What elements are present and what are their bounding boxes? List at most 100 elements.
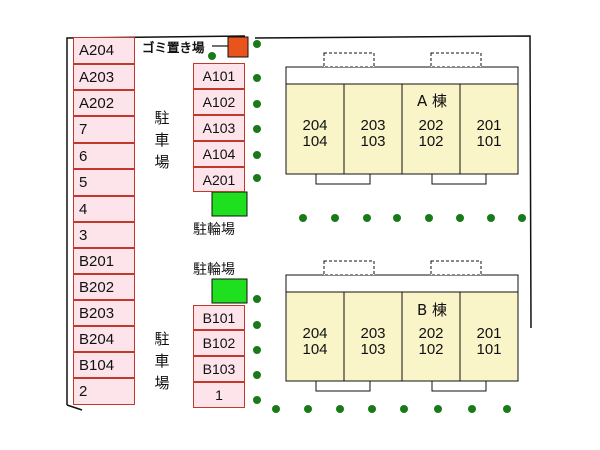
- parking-slot: A104: [193, 141, 245, 167]
- unit-top: 201: [476, 117, 502, 134]
- unit-label: 202 102: [402, 326, 460, 358]
- unit-label: 204 104: [286, 326, 344, 358]
- tree: [253, 295, 261, 303]
- unit-bottom: 103: [360, 133, 386, 150]
- trees: [208, 40, 526, 413]
- building-b-balcony-2: [430, 260, 482, 276]
- parking-slot: 1: [193, 382, 245, 408]
- tree: [253, 174, 261, 182]
- unit-bottom: 104: [302, 133, 328, 150]
- parking-slot: 4: [73, 196, 135, 222]
- tree: [253, 151, 261, 159]
- building-b-porch-2: [431, 380, 487, 392]
- tree: [304, 405, 312, 413]
- unit-top: 203: [360, 325, 386, 342]
- unit-top: 203: [360, 117, 386, 134]
- unit-bottom: 102: [418, 341, 444, 358]
- tree: [272, 405, 280, 413]
- tree: [503, 405, 511, 413]
- garbage-label: ゴミ置き場: [142, 40, 205, 55]
- building-b-balcony-1: [323, 260, 375, 276]
- building-a-balcony-1: [323, 52, 375, 68]
- tree: [363, 214, 371, 222]
- bike-parking-b: [211, 278, 248, 304]
- bike-label-a: 駐輪場: [193, 222, 235, 238]
- parking-slot: B103: [193, 356, 245, 382]
- tree: [393, 214, 401, 222]
- parking-label-a: 駐車場: [154, 109, 170, 171]
- tree: [336, 405, 344, 413]
- unit-label: 203 103: [344, 326, 402, 358]
- bike-parking-a: [211, 191, 248, 217]
- parking-slot: A201: [193, 167, 245, 192]
- building-a-porch-1: [315, 173, 371, 185]
- unit-label: 203 103: [344, 118, 402, 150]
- unit-label: 202 102: [402, 118, 460, 150]
- tree: [253, 396, 261, 404]
- unit-bottom: 102: [418, 133, 444, 150]
- garbage-station: [227, 36, 249, 58]
- tree: [331, 214, 339, 222]
- building-a: [285, 52, 519, 185]
- parking-slot: 6: [73, 143, 135, 169]
- site-boundary-left-tick: [66, 404, 83, 411]
- tree: [253, 100, 261, 108]
- parking-slot: B102: [193, 330, 245, 356]
- tree: [425, 214, 433, 222]
- tree: [253, 371, 261, 379]
- parking-slot: 7: [73, 116, 135, 143]
- parking-slot: B201: [73, 248, 135, 274]
- building-a-porch-2: [431, 173, 487, 185]
- unit-label: 201 101: [460, 326, 518, 358]
- building-b: [285, 260, 519, 392]
- parking-slot: A101: [193, 63, 245, 89]
- tree: [468, 405, 476, 413]
- parking-slot: 5: [73, 169, 135, 196]
- building-b-name: B 棟: [417, 301, 448, 319]
- unit-bottom: 103: [360, 341, 386, 358]
- site-boundary-left: [66, 35, 246, 405]
- parking-slot: A204: [73, 37, 135, 64]
- building-a-roof: [285, 66, 519, 85]
- unit-top: 202: [418, 325, 444, 342]
- parking-slot: B203: [73, 300, 135, 326]
- tree: [400, 405, 408, 413]
- parking-slot: 3: [73, 222, 135, 248]
- unit-top: 202: [418, 117, 444, 134]
- bike-label-b: 駐輪場: [193, 262, 235, 278]
- tree: [253, 346, 261, 354]
- parking-slot: A102: [193, 89, 245, 115]
- unit-top: 201: [476, 325, 502, 342]
- unit-top: 204: [302, 117, 328, 134]
- parking-slot: A202: [73, 90, 135, 116]
- tree: [253, 40, 261, 48]
- building-a-name: A 棟: [417, 92, 448, 110]
- tree: [487, 214, 495, 222]
- tree: [518, 214, 526, 222]
- tree: [434, 405, 442, 413]
- unit-top: 204: [302, 325, 328, 342]
- site-boundary-top: [254, 35, 532, 329]
- parking-slot: A203: [73, 64, 135, 90]
- parking-slot: B202: [73, 274, 135, 300]
- unit-bottom: 101: [476, 133, 502, 150]
- unit-label: 204 104: [286, 118, 344, 150]
- tree: [208, 52, 216, 60]
- unit-bottom: 101: [476, 341, 502, 358]
- tree: [253, 125, 261, 133]
- parking-slot: B104: [73, 352, 135, 378]
- parking-slot: B101: [193, 305, 245, 330]
- tree: [368, 405, 376, 413]
- parking-label-b: 駐車場: [154, 330, 170, 392]
- building-b-roof: [285, 274, 519, 293]
- tree: [456, 214, 464, 222]
- parking-slot: 2: [73, 378, 135, 405]
- tree: [299, 214, 307, 222]
- tree: [253, 74, 261, 82]
- unit-bottom: 104: [302, 341, 328, 358]
- tree: [253, 321, 261, 329]
- unit-label: 201 101: [460, 118, 518, 150]
- parking-slot: A103: [193, 115, 245, 141]
